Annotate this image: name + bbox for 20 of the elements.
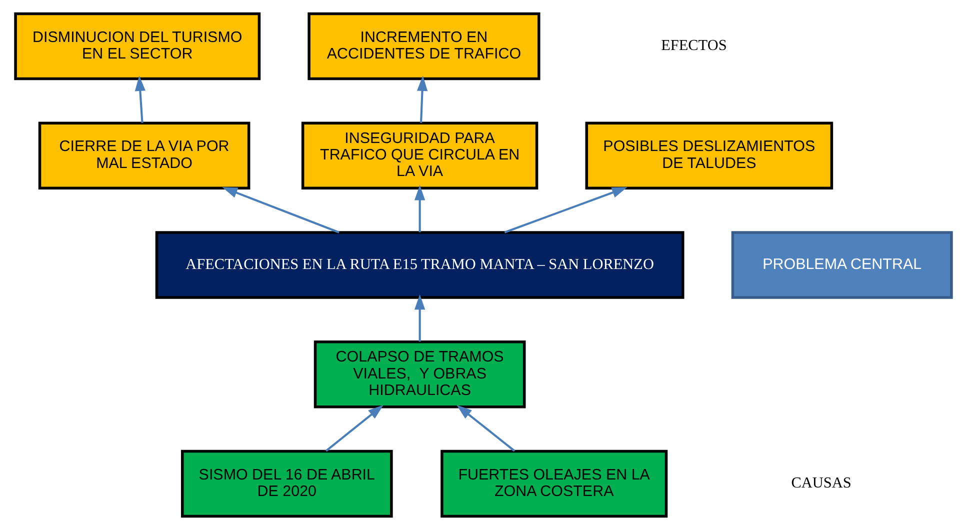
arrow: [414, 185, 425, 232]
node-box: SISMO DEL 16 DE ABRIL DE 2020: [180, 450, 392, 518]
node-box: AFECTACIONES EN LA RUTA E15 TRAMO MANTA – SAN LORENZO: [154, 231, 684, 299]
node-box: COLAPSO DE TRAMOS VIALES, Y OBRAS HIDRAULICAS: [313, 340, 526, 408]
arrow: [414, 294, 425, 342]
node-box: INCREMENTO EN ACCIDENTES DE TRAFICO: [307, 12, 540, 80]
node-box: INSEGURIDAD PARA TRAFICO QUE CIRCULA EN LA VIA: [300, 122, 538, 190]
node-box: DISMINUCION DEL TURISMO EN EL SECTOR: [14, 12, 260, 80]
arrow: [222, 187, 339, 234]
arrow: [456, 404, 515, 452]
arrow: [134, 76, 146, 123]
label: CAUSAS: [790, 474, 851, 492]
label: EFECTOS: [660, 37, 726, 54]
arrow: [416, 76, 428, 123]
node-box: PROBLEMA CENTRAL: [730, 231, 952, 299]
arrow: [504, 187, 627, 234]
arrow: [324, 404, 383, 452]
node-box: CIERRE DE LA VIA POR MAL ESTADO: [38, 122, 250, 190]
node-box: POSIBLES DESLIZAMIENTOS DE TALUDES: [584, 122, 833, 190]
node-box: FUERTES OLEAJES EN LA ZONA COSTERA: [440, 450, 668, 518]
